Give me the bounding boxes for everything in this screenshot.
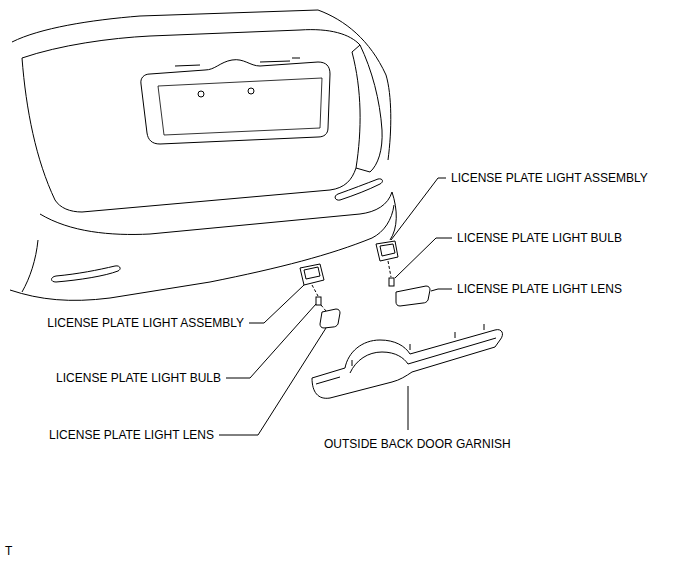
body-side <box>318 10 391 160</box>
assembly-axis <box>388 261 391 277</box>
garnish-edge <box>316 338 496 384</box>
door-upper-edge <box>22 30 360 58</box>
reflector <box>335 179 382 200</box>
light-assembly <box>376 241 398 261</box>
leader-line <box>395 238 452 278</box>
back-door-garnish <box>312 324 502 398</box>
light-assembly-socket <box>380 244 395 256</box>
bumper-lower <box>10 205 394 300</box>
part-label: LICENSE PLATE LIGHT ASSEMBLY <box>46 316 245 330</box>
part-label: LICENSE PLATE LIGHT ASSEMBLY <box>450 171 649 185</box>
bumper-upper <box>40 192 392 234</box>
light-bulb <box>316 297 321 305</box>
part-label: LICENSE PLATE LIGHT BULB <box>456 231 623 245</box>
part-label: LICENSE PLATE LIGHT LENS <box>456 282 623 296</box>
light-lens <box>396 286 430 306</box>
plate-inner <box>158 78 322 135</box>
reflector <box>52 266 121 282</box>
roof-edge <box>12 10 318 42</box>
left-plate-light <box>300 264 340 328</box>
part-label: OUTSIDE BACK DOOR GARNISH <box>323 437 512 451</box>
tail-lamp <box>352 45 382 172</box>
light-lens <box>320 309 340 328</box>
back-door-outline <box>22 58 356 212</box>
leader-lines <box>219 178 452 435</box>
leader-line <box>391 178 446 240</box>
part-label: LICENSE PLATE LIGHT LENS <box>48 428 215 442</box>
bumper-corner <box>22 240 38 292</box>
plate-recess <box>141 60 330 144</box>
leader-line <box>408 386 409 430</box>
plate-hole <box>248 88 254 94</box>
light-bulb <box>389 278 394 286</box>
part-label: LICENSE PLATE LIGHT BULB <box>55 371 222 385</box>
plate-hole <box>198 91 204 97</box>
right-plate-light <box>376 241 430 306</box>
leader-line <box>431 289 452 291</box>
assembly-axis <box>312 285 326 311</box>
garnish-body <box>312 330 502 399</box>
vehicle-body <box>10 10 396 300</box>
leader-line <box>219 328 326 435</box>
leader-line <box>249 285 304 323</box>
light-assembly <box>300 264 324 285</box>
garnish-clip <box>352 324 484 366</box>
plate-light-holes <box>175 58 300 66</box>
light-assembly-socket <box>304 267 320 279</box>
bumper-corner <box>390 192 396 240</box>
figure-code: T <box>4 544 13 558</box>
